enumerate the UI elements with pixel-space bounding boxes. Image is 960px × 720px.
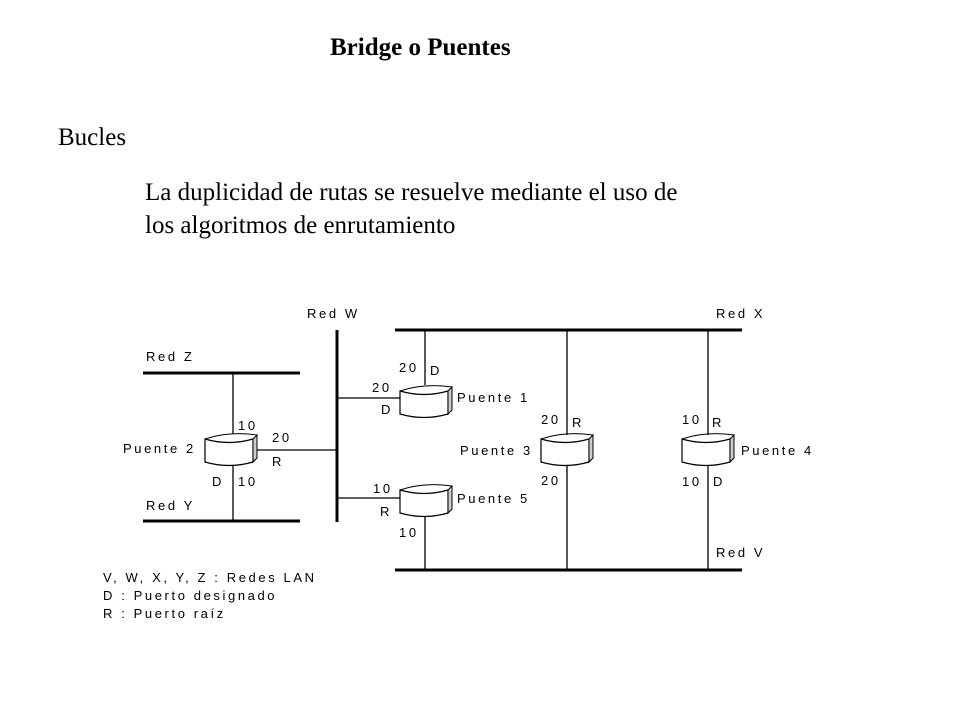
legend-line-2: D : Puerto designado	[103, 588, 277, 603]
bridge-icon-puente-2	[204, 433, 258, 467]
port-label: R	[380, 504, 392, 519]
port-label: D	[430, 363, 442, 378]
legend: V, W, X, Y, Z : Redes LAN D : Puerto des…	[103, 570, 317, 621]
port-label: R	[572, 415, 584, 430]
description-line-2: los algoritmos de enrutamiento	[145, 212, 456, 239]
red-z-label: Red Z	[146, 349, 194, 364]
description-line-1: La duplicidad de rutas se resuelve media…	[145, 179, 678, 206]
red-y-label: Red Y	[146, 498, 195, 513]
bridge-icon-puente-4	[681, 433, 735, 467]
legend-line-1: V, W, X, Y, Z : Redes LAN	[103, 570, 317, 585]
port-label: R	[712, 415, 724, 430]
bridge-icon-puente-5	[399, 484, 453, 518]
port-label: 20	[541, 412, 561, 427]
port-label: 20	[399, 360, 419, 375]
port-label: 20	[272, 430, 292, 445]
puente-2-label: Puente 2	[123, 441, 196, 456]
puente-5-label: Puente 5	[457, 491, 530, 506]
red-x-label: Red X	[716, 306, 765, 321]
bridge-icon-puente-3	[540, 433, 594, 467]
description-paragraph: La duplicidad de rutas se resuelve media…	[145, 176, 845, 242]
slide-title: Bridge o Puentes	[330, 34, 511, 61]
red-v-label: Red V	[716, 545, 765, 560]
port-label: 10	[682, 474, 702, 489]
port-label: 20	[541, 473, 561, 488]
section-heading: Bucles	[58, 124, 127, 151]
lan-segments	[143, 328, 742, 572]
port-label: 10	[238, 418, 258, 433]
port-label: D	[381, 402, 393, 417]
puente-1-label: Puente 1	[457, 390, 530, 405]
port-label: 10	[682, 412, 702, 427]
port-label: D	[212, 474, 224, 489]
port-label: D	[713, 474, 725, 489]
puente-4-label: Puente 4	[741, 443, 814, 458]
puente-3-label: Puente 3	[460, 443, 533, 458]
port-label: 10	[399, 525, 419, 540]
bridge-icon-puente-1	[399, 385, 453, 419]
port-label: 20	[372, 380, 392, 395]
port-label: 10	[373, 481, 393, 496]
port-label: 10	[238, 474, 258, 489]
port-label: R	[272, 454, 284, 469]
legend-line-3: R : Puerto raíz	[103, 606, 226, 621]
connection-wires	[232, 330, 709, 570]
red-w-label: Red W	[307, 306, 360, 321]
